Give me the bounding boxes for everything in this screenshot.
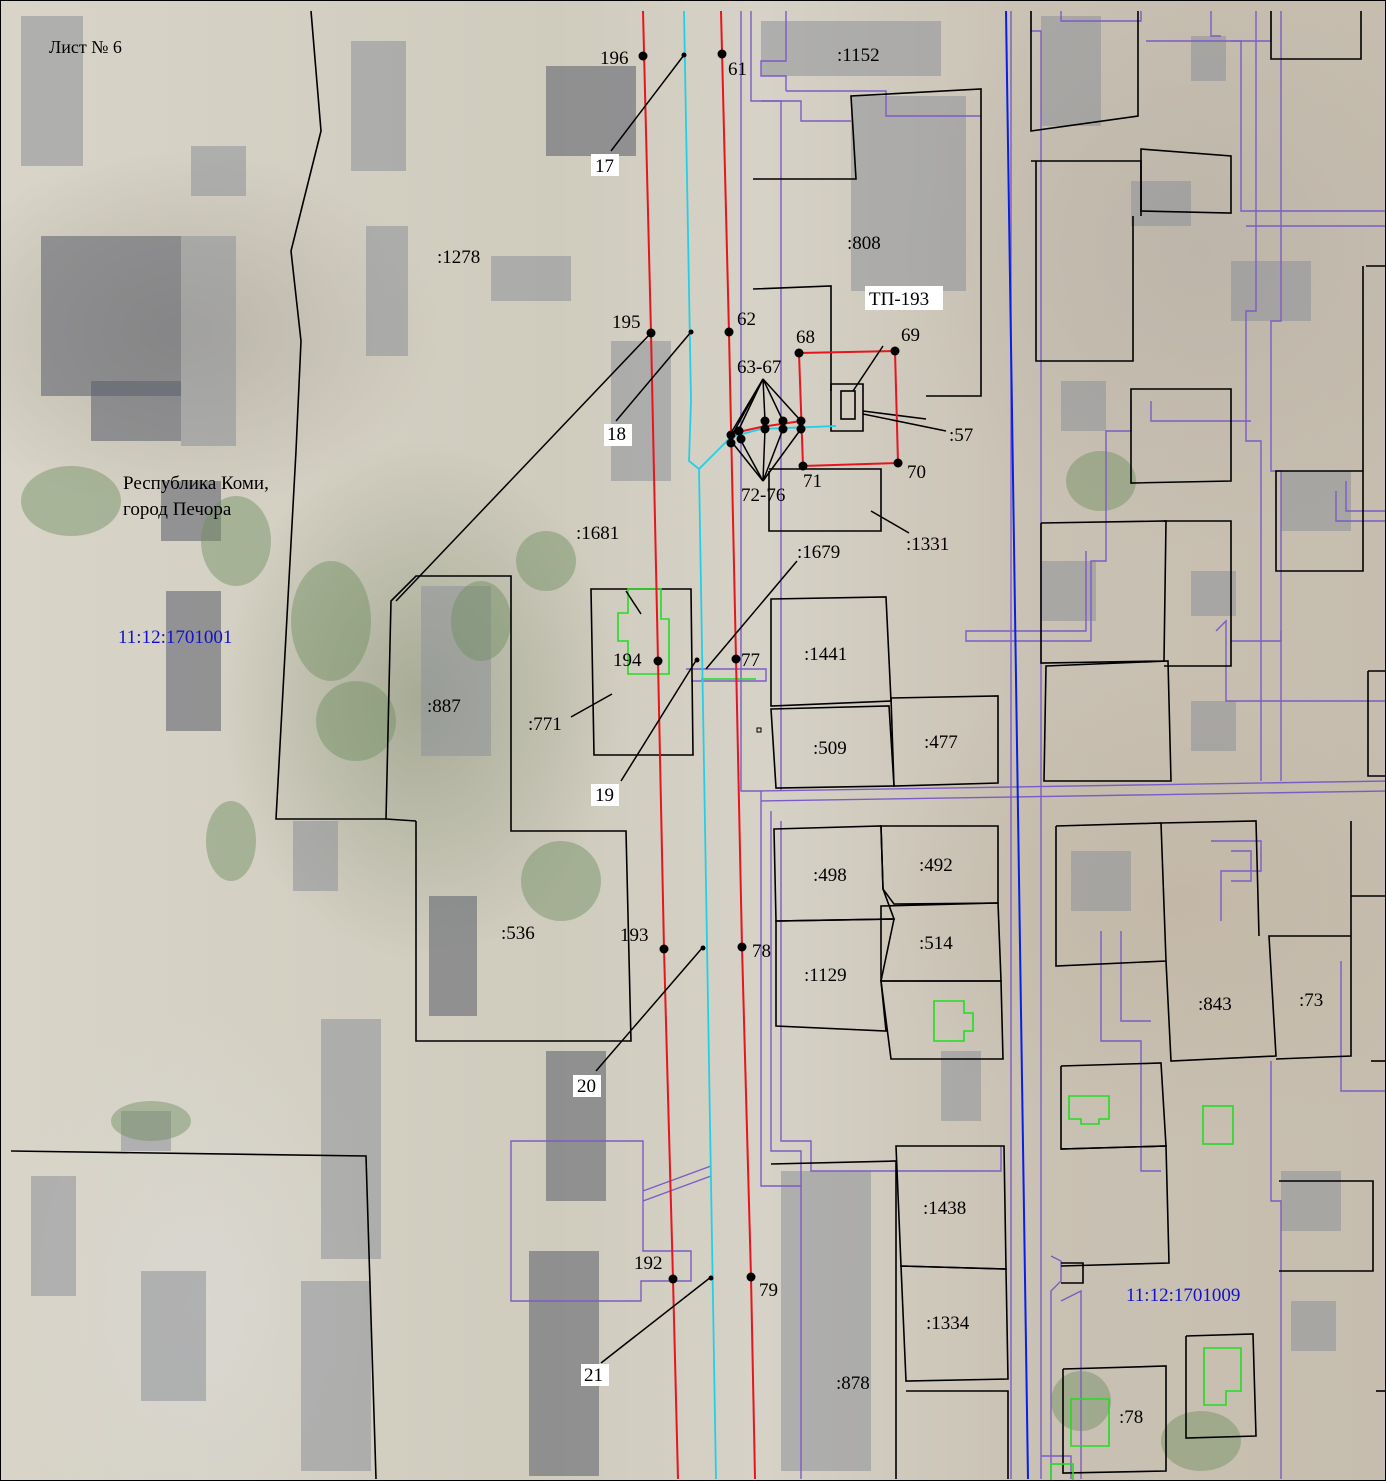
point-label: 21 xyxy=(584,1365,603,1386)
point-label: 71 xyxy=(803,471,822,492)
point-label: 193 xyxy=(620,925,649,946)
substation-label: ТП-193 xyxy=(869,289,929,310)
parcel-label: :498 xyxy=(813,865,847,886)
parcel-label: :887 xyxy=(427,696,461,717)
parcel-label: :492 xyxy=(919,855,953,876)
point-label: 62 xyxy=(737,309,756,330)
point-label: 19 xyxy=(595,785,614,806)
parcel-label: :843 xyxy=(1198,994,1232,1015)
region-line2: город Печора xyxy=(123,499,232,520)
parcel-label: :1334 xyxy=(926,1313,970,1334)
point-label: 192 xyxy=(634,1253,663,1274)
parcel-label: :509 xyxy=(813,738,847,759)
building-outlines xyxy=(617,588,1242,1480)
parcel-label: :1438 xyxy=(923,1198,966,1219)
parcel-label: :78 xyxy=(1119,1407,1143,1428)
parcel-label: :1441 xyxy=(804,644,847,665)
point-label: 68 xyxy=(796,327,815,348)
parcel-label: :73 xyxy=(1299,990,1323,1011)
imagery-trees xyxy=(21,451,1241,1471)
parcel-label: :808 xyxy=(847,233,881,254)
parcel-label: :1152 xyxy=(837,45,880,66)
point-label: 195 xyxy=(612,312,641,333)
watercourse-line xyxy=(683,10,717,1480)
sheet-number: Лист № 6 xyxy=(49,37,122,57)
point-label: 20 xyxy=(577,1076,596,1097)
point-label: 196 xyxy=(600,48,629,69)
map-labels: Лист № 6 Республика Коми, город Печора 1… xyxy=(49,37,1323,1428)
parcel-label: :1129 xyxy=(804,965,847,986)
point-label: 72-76 xyxy=(741,485,785,506)
point-label: 77 xyxy=(741,650,760,671)
parcel-label: :514 xyxy=(919,933,953,954)
label-boxes xyxy=(573,154,943,1386)
substation-area xyxy=(797,349,900,468)
point-label: 78 xyxy=(752,941,771,962)
quarter-label: 11:12:1701009 xyxy=(1126,1285,1240,1306)
parcel-label: :57 xyxy=(949,425,973,446)
parcel-label: :878 xyxy=(836,1373,870,1394)
point-label: 63-67 xyxy=(737,357,781,378)
point-label: 79 xyxy=(759,1280,778,1301)
point-label: 17 xyxy=(595,156,614,177)
parcel-label: :1331 xyxy=(906,534,949,555)
parcel-label: :536 xyxy=(501,923,535,944)
parcel-label: :1681 xyxy=(576,523,619,544)
point-label: 194 xyxy=(613,650,642,671)
parcel-label: :477 xyxy=(924,732,958,753)
route-line-west xyxy=(642,10,679,1480)
parcel-label: :1278 xyxy=(437,247,480,268)
parcel-label: :771 xyxy=(528,714,562,735)
point-label: 18 xyxy=(607,424,626,445)
point-label: 70 xyxy=(907,462,926,483)
imagery-buildings xyxy=(21,16,1351,1476)
parcel-label: :1679 xyxy=(797,542,840,563)
survey-points xyxy=(638,49,903,1284)
point-label: 61 xyxy=(728,59,747,80)
quarter-label: 11:12:1701001 xyxy=(118,627,232,648)
route-line-east xyxy=(720,10,756,1480)
street-axis-line xyxy=(1005,10,1029,1480)
cadastral-parcels xyxy=(10,10,1385,1480)
point-label: 69 xyxy=(901,325,920,346)
region-line1: Республика Коми, xyxy=(123,473,269,494)
leader-lines xyxy=(395,54,947,1364)
